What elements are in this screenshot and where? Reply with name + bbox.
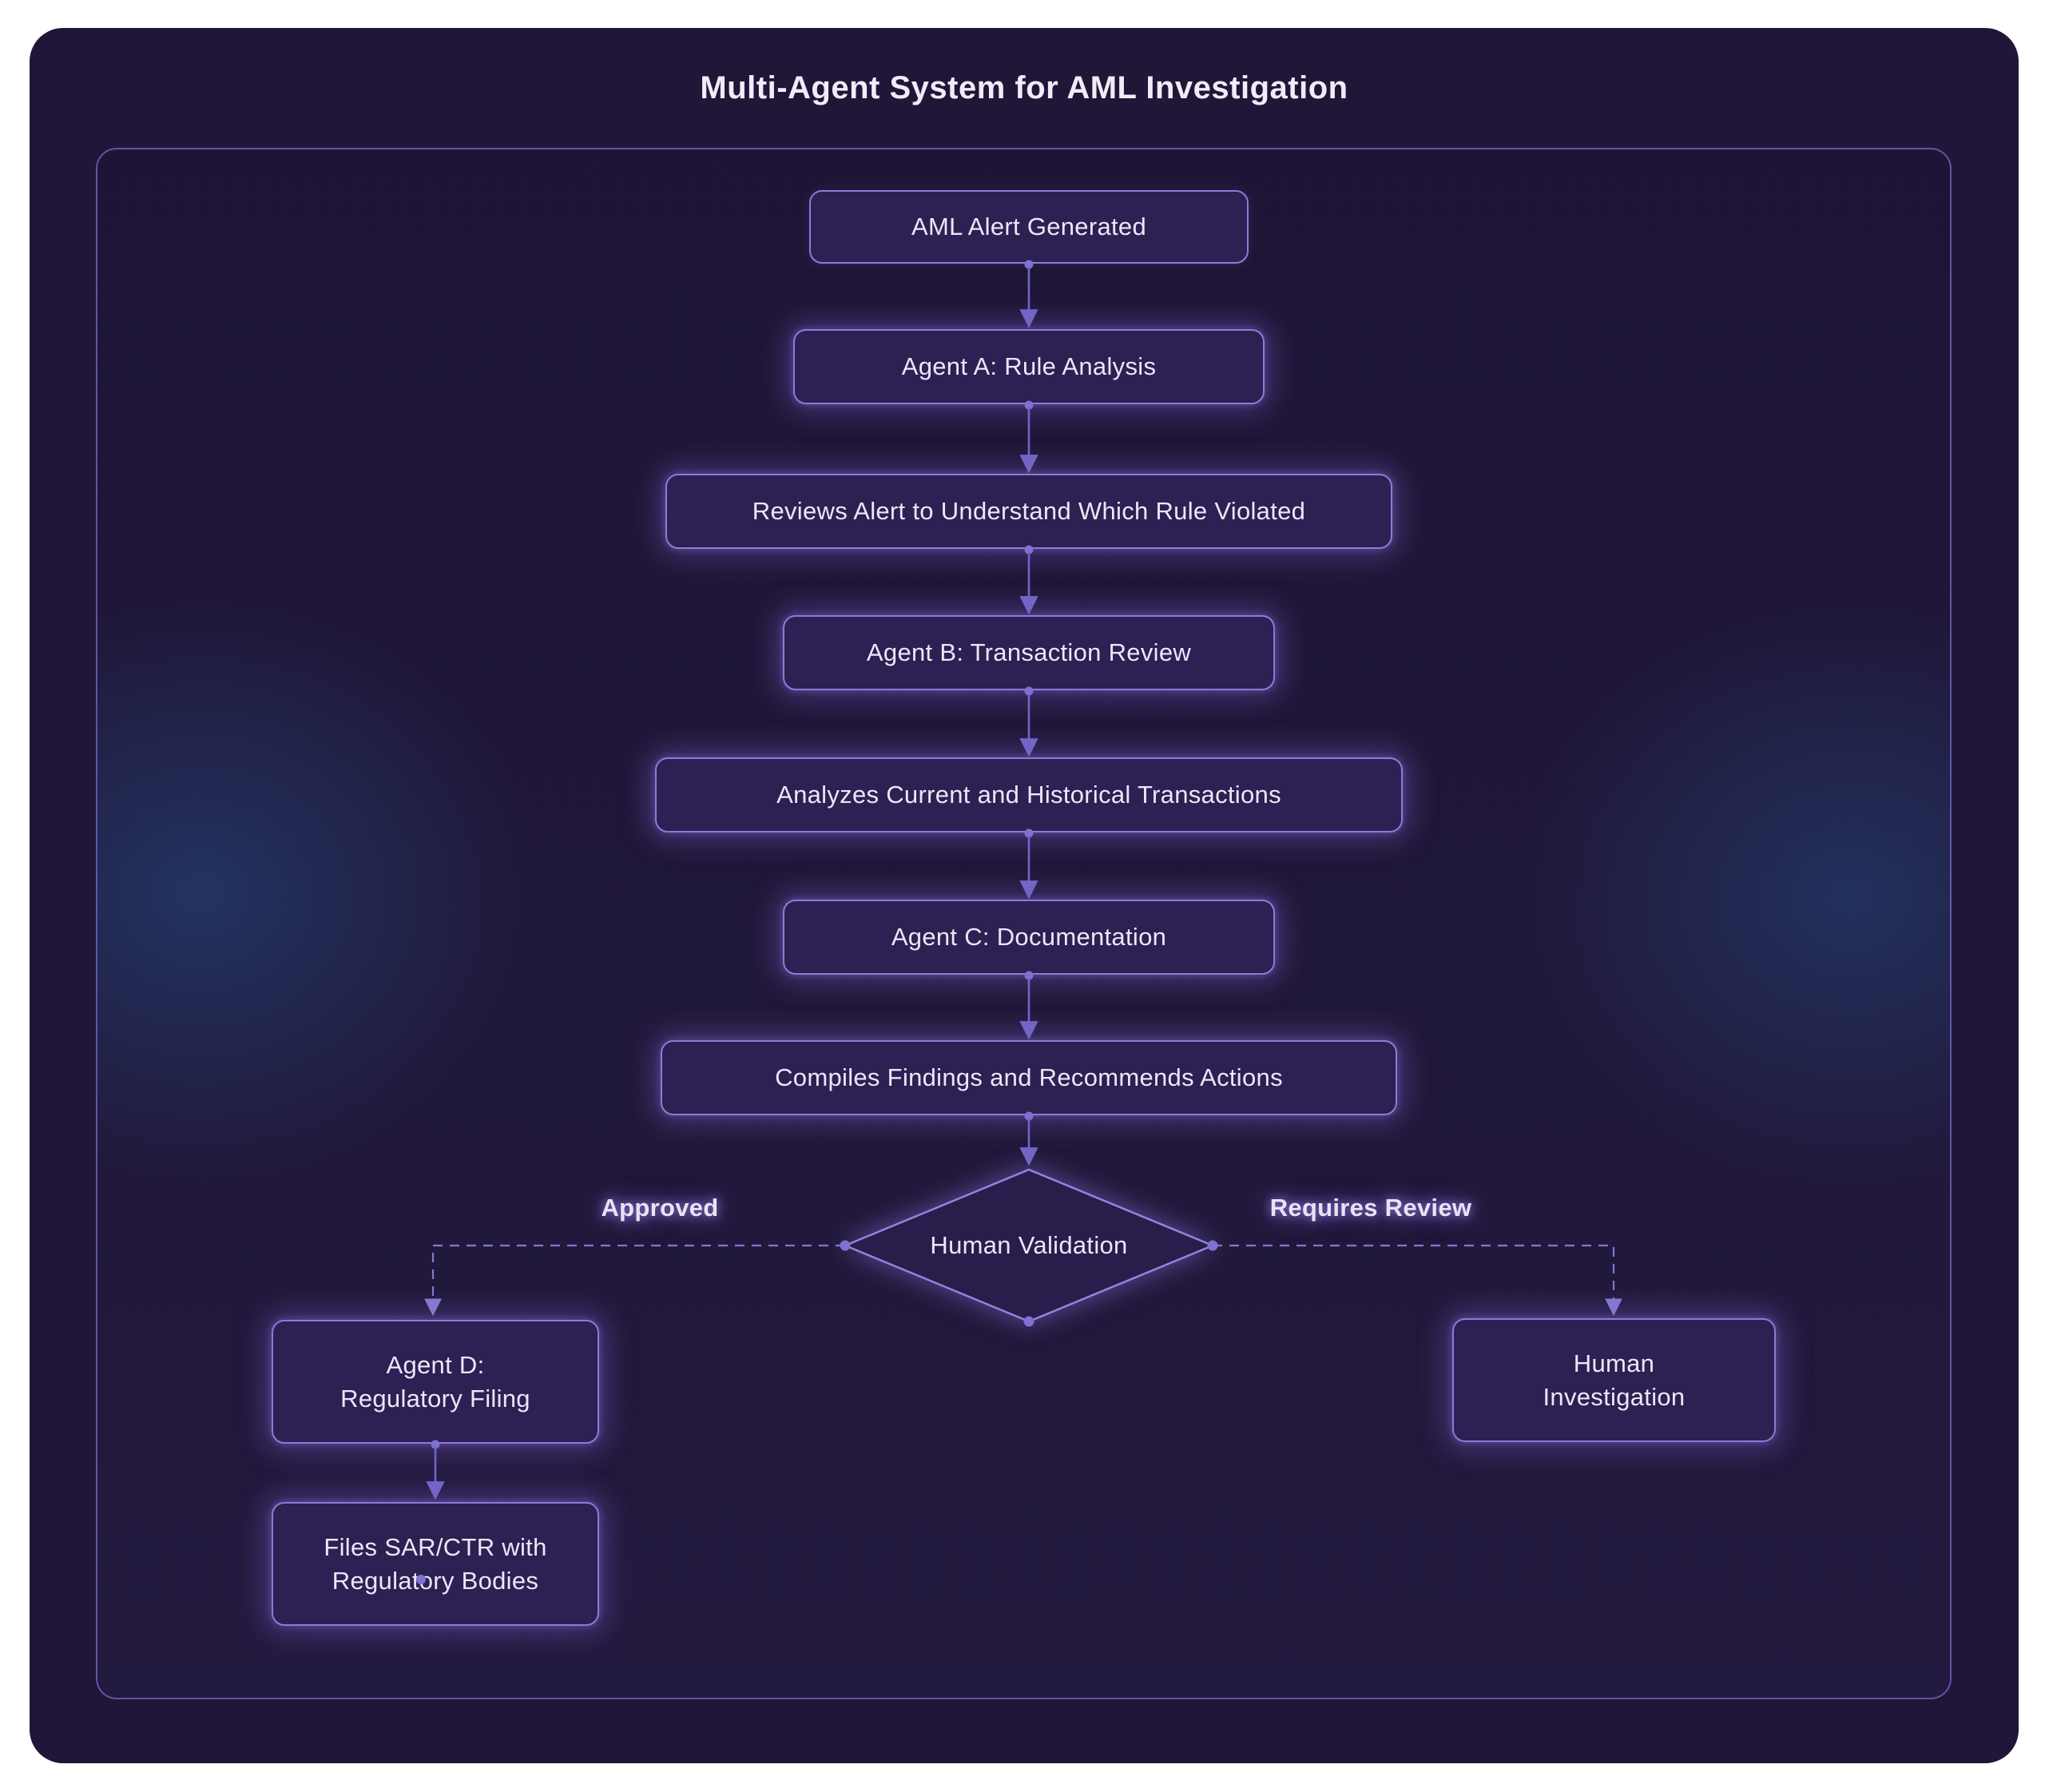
node-label-line1: Files SAR/CTR with bbox=[324, 1532, 547, 1561]
node-compiles-findings[interactable]: Compiles Findings and Recommends Actions bbox=[661, 1040, 1397, 1115]
node-agent-c-documentation[interactable]: Agent C: Documentation bbox=[783, 900, 1275, 975]
node-agent-b-transaction-review[interactable]: Agent B: Transaction Review bbox=[783, 615, 1275, 690]
node-label-line2: Investigation bbox=[1543, 1382, 1686, 1411]
node-files-sar-ctr[interactable]: Files SAR/CTR with Regulatory Bodies bbox=[272, 1502, 599, 1626]
node-aml-alert-generated[interactable]: AML Alert Generated bbox=[809, 190, 1249, 264]
node-label: Reviews Alert to Understand Which Rule V… bbox=[752, 497, 1306, 526]
node-label-line2: Regulatory Filing bbox=[340, 1384, 530, 1413]
node-label: Agent C: Documentation bbox=[891, 923, 1167, 952]
node-label: Compiles Findings and Recommends Actions bbox=[775, 1063, 1283, 1092]
node-label-line1: Agent D: bbox=[386, 1350, 485, 1379]
edge-label-approved: Approved bbox=[601, 1194, 719, 1222]
node-reviews-alert[interactable]: Reviews Alert to Understand Which Rule V… bbox=[665, 474, 1392, 549]
node-human-investigation[interactable]: Human Investigation bbox=[1452, 1318, 1776, 1442]
node-label-line2: Regulatory Bodies bbox=[332, 1566, 539, 1595]
node-label: Agent A: Rule Analysis bbox=[901, 352, 1157, 381]
node-human-validation-label: Human Validation bbox=[930, 1231, 1128, 1259]
node-label-line1: Human bbox=[1573, 1349, 1655, 1377]
node-analyzes-transactions[interactable]: Analyzes Current and Historical Transact… bbox=[655, 757, 1403, 832]
node-label: Agent B: Transaction Review bbox=[866, 638, 1192, 667]
node-label: Analyzes Current and Historical Transact… bbox=[776, 781, 1281, 809]
page-title: Multi-Agent System for AML Investigation bbox=[700, 70, 1348, 105]
node-agent-a-rule-analysis[interactable]: Agent A: Rule Analysis bbox=[793, 329, 1265, 404]
node-label: AML Alert Generated bbox=[911, 213, 1147, 241]
node-agent-d-regulatory-filing[interactable]: Agent D: Regulatory Filing bbox=[272, 1320, 599, 1444]
edge-label-requires-review: Requires Review bbox=[1269, 1194, 1472, 1222]
